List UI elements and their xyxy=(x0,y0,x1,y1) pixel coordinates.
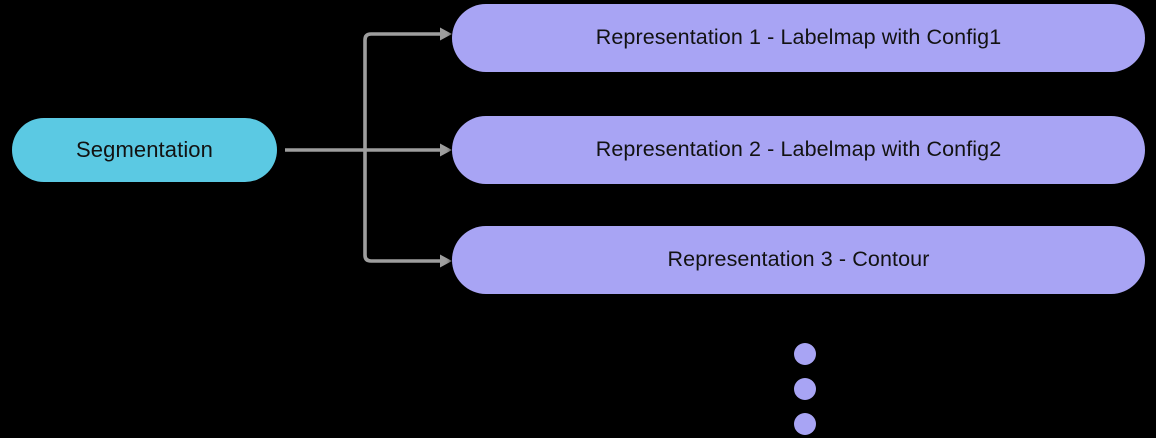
vertical-ellipsis-icon-dot-3 xyxy=(794,413,816,435)
node-representation-3[interactable]: Representation 3 - Contour xyxy=(452,226,1145,294)
node-representation-1-label: Representation 1 - Labelmap with Config1 xyxy=(595,25,1002,50)
arrowhead-representation-3 xyxy=(440,254,452,268)
edge-to-representation-1 xyxy=(363,32,444,150)
arrowhead-representation-1 xyxy=(440,27,452,41)
arrowhead-representation-2 xyxy=(440,143,452,157)
edge-to-representation-3 xyxy=(363,150,444,263)
vertical-ellipsis-icon-dot-1 xyxy=(794,343,816,365)
node-segmentation[interactable]: Segmentation xyxy=(12,118,277,182)
node-representation-1[interactable]: Representation 1 - Labelmap with Config1 xyxy=(452,4,1145,72)
node-representation-3-label: Representation 3 - Contour xyxy=(667,247,930,272)
node-representation-2[interactable]: Representation 2 - Labelmap with Config2 xyxy=(452,116,1145,184)
node-segmentation-label: Segmentation xyxy=(76,136,213,162)
node-representation-2-label: Representation 2 - Labelmap with Config2 xyxy=(595,137,1002,162)
vertical-ellipsis-icon-dot-2 xyxy=(794,378,816,400)
